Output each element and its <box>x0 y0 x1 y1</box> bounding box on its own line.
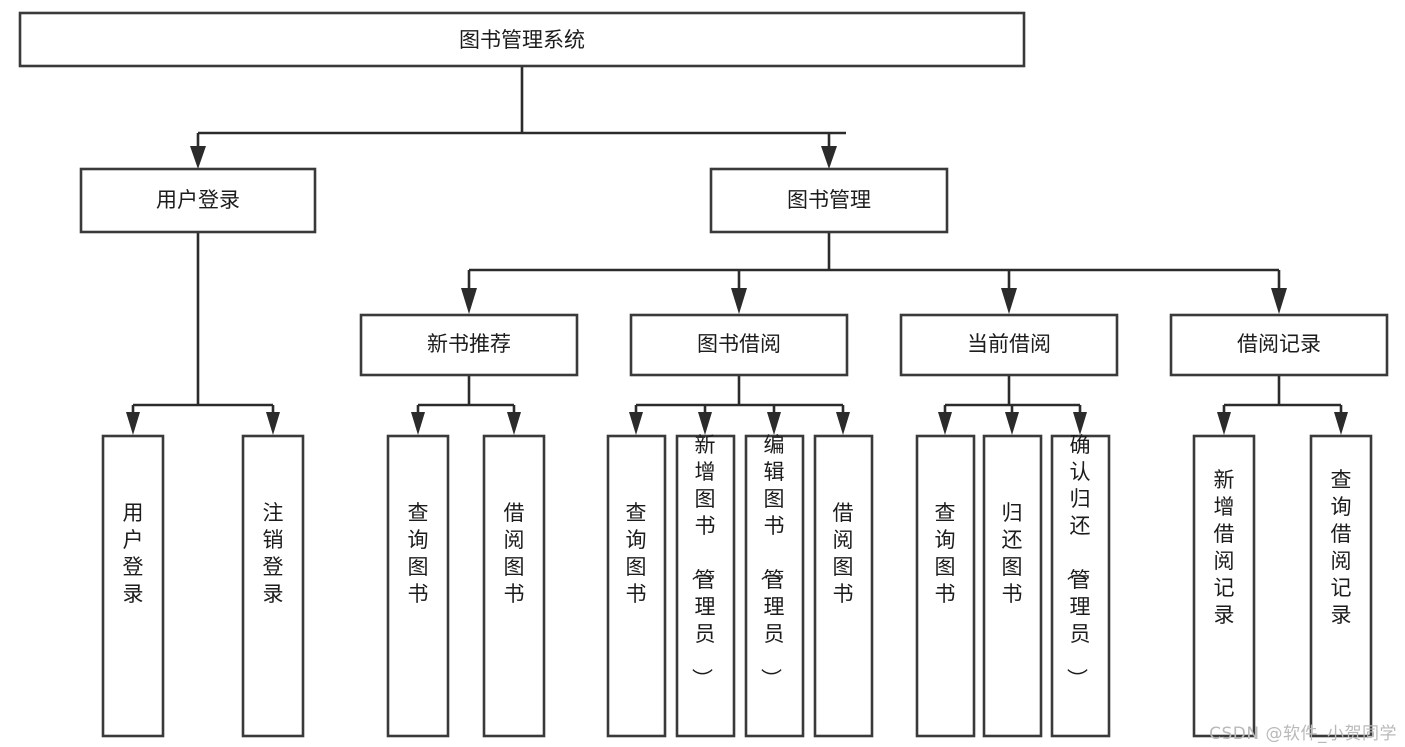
arrow-head-leaf-book-borrow-0 <box>629 412 643 435</box>
node-book-manage-box[interactable] <box>709 167 949 234</box>
arrow-head-user-login <box>190 146 206 169</box>
node-user-login-label: 用户登录 <box>156 188 240 212</box>
leaf-book-borrow-2[interactable]: 编辑图书（管理员） <box>744 433 805 738</box>
node-root[interactable]: 图书管理系统 <box>18 11 1026 68</box>
leaf-current-borrow-1[interactable]: 归还图书 <box>982 434 1043 738</box>
leaf-current-borrow-1-label: 归还图书 <box>1002 501 1023 606</box>
node-current-borrow-box[interactable] <box>899 313 1119 377</box>
leaf-current-borrow-2-label: 确认归还（管理员） <box>1065 433 1091 689</box>
node-new-book-rec-label: 新书推荐 <box>427 332 511 356</box>
leaf-user-login-1-label: 注销登录 <box>263 501 284 606</box>
leaf-book-borrow-0-box[interactable] <box>606 434 667 738</box>
leaf-book-borrow-1[interactable]: 新增图书（管理员） <box>675 433 736 738</box>
leaf-borrow-record-1[interactable]: 查询借阅记录 <box>1309 434 1373 738</box>
leaf-user-login-0-box[interactable] <box>101 434 165 738</box>
leaf-borrow-record-1-box[interactable] <box>1309 434 1373 738</box>
node-user-login[interactable]: 用户登录 <box>79 167 317 234</box>
leaf-book-borrow-0[interactable]: 查询图书 <box>606 434 667 738</box>
leaf-book-borrow-2-box[interactable] <box>744 434 805 738</box>
node-root-label: 图书管理系统 <box>459 28 585 52</box>
arrow-head-borrow-record <box>1271 288 1287 314</box>
arrow-head-leaf-borrow-record-1 <box>1334 412 1348 435</box>
node-book-manage[interactable]: 图书管理 <box>709 167 949 234</box>
arrow-head-book-manage <box>821 146 837 169</box>
leaf-new-book-rec-0[interactable]: 查询图书 <box>386 434 450 738</box>
leaf-book-borrow-1-box[interactable] <box>675 434 736 738</box>
leaf-current-borrow-2[interactable]: 确认归还（管理员） <box>1050 433 1111 738</box>
node-new-book-rec-box[interactable] <box>359 313 579 377</box>
leaf-book-borrow-3-label: 借阅图书 <box>833 501 854 606</box>
leaf-user-login-0[interactable]: 用户登录 <box>101 434 165 738</box>
node-root-box[interactable] <box>18 11 1026 68</box>
leaf-borrow-record-0-label: 新增借阅记录 <box>1214 468 1235 627</box>
arrow-head-new-book-rec <box>461 288 477 314</box>
node-borrow-record-label: 借阅记录 <box>1237 332 1321 356</box>
leaf-current-borrow-0[interactable]: 查询图书 <box>915 434 976 738</box>
arrow-head-leaf-user-login-1 <box>266 412 280 435</box>
leaf-current-borrow-0-box[interactable] <box>915 434 976 738</box>
arrow-head-current-borrow <box>1001 288 1017 314</box>
leaf-book-borrow-1-label: 新增图书（管理员） <box>690 433 716 689</box>
leaf-new-book-rec-1[interactable]: 借阅图书 <box>482 434 546 738</box>
arrow-head-leaf-user-login-0 <box>126 412 140 435</box>
node-borrow-record[interactable]: 借阅记录 <box>1169 313 1389 377</box>
leaf-book-borrow-2-label: 编辑图书（管理员） <box>759 433 785 689</box>
arrow-head-leaf-book-borrow-2 <box>767 412 781 435</box>
leaf-user-login-1-box[interactable] <box>241 434 305 738</box>
arrow-head-leaf-book-borrow-3 <box>836 412 850 435</box>
connector-layer <box>126 66 1348 435</box>
arrow-head-leaf-new-book-rec-1 <box>507 412 521 435</box>
leaf-borrow-record-0-box[interactable] <box>1192 434 1256 738</box>
node-book-manage-label: 图书管理 <box>787 188 871 212</box>
node-current-borrow-label: 当前借阅 <box>967 332 1051 356</box>
node-book-borrow[interactable]: 图书借阅 <box>629 313 849 377</box>
arrow-head-book-borrow <box>731 288 747 314</box>
node-new-book-rec[interactable]: 新书推荐 <box>359 313 579 377</box>
node-book-borrow-box[interactable] <box>629 313 849 377</box>
leaf-borrow-record-0[interactable]: 新增借阅记录 <box>1192 434 1256 738</box>
leaf-book-borrow-3[interactable]: 借阅图书 <box>813 434 874 738</box>
arrow-head-leaf-current-borrow-1 <box>1005 412 1019 435</box>
node-user-login-box[interactable] <box>79 167 317 234</box>
leaf-book-borrow-3-box[interactable] <box>813 434 874 738</box>
leaf-current-borrow-0-label: 查询图书 <box>935 501 956 606</box>
arrow-head-leaf-new-book-rec-0 <box>411 412 425 435</box>
arrow-head-leaf-book-borrow-1 <box>698 412 712 435</box>
leaf-new-book-rec-1-box[interactable] <box>482 434 546 738</box>
leaf-current-borrow-1-box[interactable] <box>982 434 1043 738</box>
leaf-current-borrow-2-box[interactable] <box>1050 434 1111 738</box>
leaf-new-book-rec-0-label: 查询图书 <box>408 501 429 606</box>
leaf-new-book-rec-1-label: 借阅图书 <box>504 501 525 606</box>
leaf-user-login-1[interactable]: 注销登录 <box>241 434 305 738</box>
leaf-book-borrow-0-label: 查询图书 <box>626 501 647 606</box>
leaf-user-login-0-label: 用户登录 <box>123 501 144 606</box>
node-book-borrow-label: 图书借阅 <box>697 332 781 356</box>
node-borrow-record-box[interactable] <box>1169 313 1389 377</box>
arrow-head-leaf-current-borrow-2 <box>1073 412 1087 435</box>
arrow-head-leaf-borrow-record-0 <box>1217 412 1231 435</box>
leaf-borrow-record-1-label: 查询借阅记录 <box>1331 468 1352 627</box>
leaf-new-book-rec-0-box[interactable] <box>386 434 450 738</box>
arrow-head-leaf-current-borrow-0 <box>938 412 952 435</box>
node-current-borrow[interactable]: 当前借阅 <box>899 313 1119 377</box>
